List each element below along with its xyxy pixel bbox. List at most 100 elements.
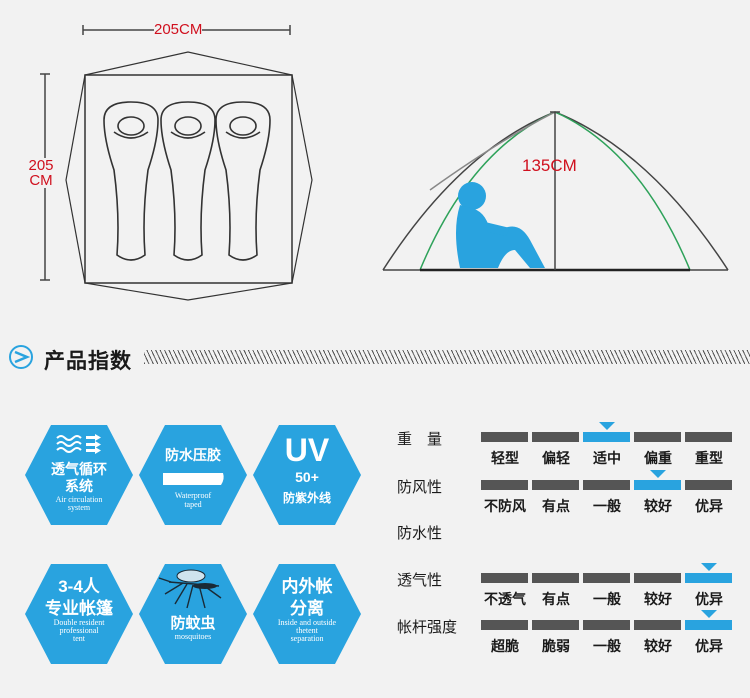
section-title: 产品指数 — [44, 350, 132, 373]
rating-bar — [481, 620, 528, 630]
rating-bar — [634, 620, 681, 630]
feature-title-2: 分离 — [290, 599, 324, 618]
rating-option: 较好 — [644, 498, 672, 514]
rating-option: 较好 — [644, 591, 672, 607]
property-label: 防风性 — [397, 479, 443, 496]
hexagon-badge — [253, 425, 361, 525]
dimension-diagrams: 205CM 205 CM 135CM — [0, 0, 750, 330]
person-silhouette — [456, 182, 545, 268]
property-label: 防水性 — [397, 525, 443, 542]
sleeping-bag — [215, 101, 271, 261]
rating-option: 脆弱 — [542, 638, 570, 654]
rating-option: 较好 — [644, 638, 672, 654]
rating-marker-icon — [598, 422, 615, 430]
rating-bar-selected — [685, 573, 732, 583]
feature-english-3: tent — [73, 634, 85, 643]
feature-title: 防水压胶 — [165, 447, 221, 463]
feature-uv-protection: UV 50+ 防紫外线 — [251, 423, 363, 527]
mosquito-icon — [158, 569, 222, 609]
sleeping-bag — [160, 101, 216, 261]
rating-bar — [532, 573, 579, 583]
width-label: 205CM — [154, 21, 203, 38]
rating-bar — [481, 480, 528, 490]
feature-capacity: 3-4人 专业帐篷 Double resident professional t… — [23, 562, 135, 666]
feature-english-3: separation — [290, 634, 324, 643]
rating-bar — [685, 480, 732, 490]
rating-bar — [481, 573, 528, 583]
feature-english-2: system — [67, 503, 91, 512]
feature-english: Waterproof — [174, 491, 212, 500]
rating-marker-icon — [700, 610, 717, 618]
rating-bar — [685, 432, 732, 442]
length-label-number: 205 — [28, 157, 54, 174]
property-label: 重 量 — [397, 431, 443, 448]
rating-option: 偏重 — [644, 450, 672, 466]
uv-icon: UV — [284, 432, 330, 468]
feature-anti-mosquito: 防蚊虫 mosquitoes — [137, 562, 249, 666]
feature-english: Air circulation — [55, 495, 103, 504]
rating-option: 超脆 — [491, 638, 519, 654]
rating-bar — [583, 480, 630, 490]
feature-title: 透气循环 — [51, 461, 107, 477]
hatch-divider — [144, 350, 750, 364]
feature-english: Inside and outside — [277, 618, 337, 627]
rating-bar-selected — [583, 432, 630, 442]
rating-bar — [532, 620, 579, 630]
rating-option: 不透气 — [484, 591, 526, 607]
property-label: 透气性 — [397, 572, 443, 589]
feature-english-2: taped — [184, 500, 202, 509]
feature-title-2: 系统 — [65, 478, 93, 494]
rating-bar — [583, 620, 630, 630]
sleeping-bags — [103, 101, 271, 261]
rating-option: 优异 — [695, 591, 723, 607]
chevron-right-icon — [9, 345, 33, 369]
hexagon-badge — [25, 564, 133, 664]
rating-bar — [481, 432, 528, 442]
hexagon-badge — [253, 564, 361, 664]
rating-bar — [634, 573, 681, 583]
rating-option: 优异 — [695, 498, 723, 514]
rating-option: 一般 — [593, 638, 621, 654]
tape-strip-icon — [163, 473, 224, 485]
tent-diagrams-svg — [40, 25, 729, 301]
feature-air-circulation: 透气循环 系统 Air circulation system — [23, 423, 135, 527]
rating-option: 一般 — [593, 498, 621, 514]
rating-option: 轻型 — [491, 450, 519, 466]
hexagon-badge — [139, 564, 247, 664]
feature-double-wall: 内外帐 分离 Inside and outside thetent separa… — [251, 562, 363, 666]
tent-side-view — [382, 111, 729, 272]
feature-waterproof-taped: 防水压胶 Waterproof taped — [137, 423, 249, 527]
rating-bar — [532, 432, 579, 442]
property-label: 帐杆强度 — [397, 619, 458, 636]
rating-option: 适中 — [593, 450, 621, 466]
rating-marker-icon — [649, 470, 666, 478]
length-label-unit: CM — [29, 172, 53, 189]
hexagon-badge — [25, 425, 133, 525]
rating-option: 优异 — [695, 638, 723, 654]
rating-bar-selected — [634, 480, 681, 490]
feature-english-2: thetent — [296, 626, 318, 635]
feature-english-2: professional — [59, 626, 99, 635]
feature-title: 3-4人 — [58, 577, 100, 596]
rating-bar — [583, 573, 630, 583]
length-label: 205 CM — [26, 158, 56, 188]
rating-option: 有点 — [542, 591, 570, 607]
feature-title: 防蚊虫 — [170, 615, 216, 632]
rating-bar-selected — [685, 620, 732, 630]
rating-option: 偏轻 — [542, 450, 570, 466]
feature-english: mosquitoes — [174, 632, 212, 641]
feature-english: Double resident — [53, 618, 105, 627]
rating-bar — [634, 432, 681, 442]
feature-uv-value: 50+ — [295, 469, 319, 485]
rating-marker-icon — [700, 563, 717, 571]
feature-title: 防紫外线 — [282, 491, 331, 505]
rating-option: 重型 — [695, 450, 723, 466]
rating-bar — [532, 480, 579, 490]
section-header: 产品指数 — [8, 343, 750, 373]
height-label: 135CM — [522, 156, 577, 175]
tent-top-view — [65, 51, 313, 301]
feature-title-2: 专业帐篷 — [45, 599, 113, 618]
rating-option: 有点 — [542, 498, 570, 514]
feature-title: 内外帐 — [281, 577, 333, 596]
sleeping-bag — [103, 101, 159, 261]
